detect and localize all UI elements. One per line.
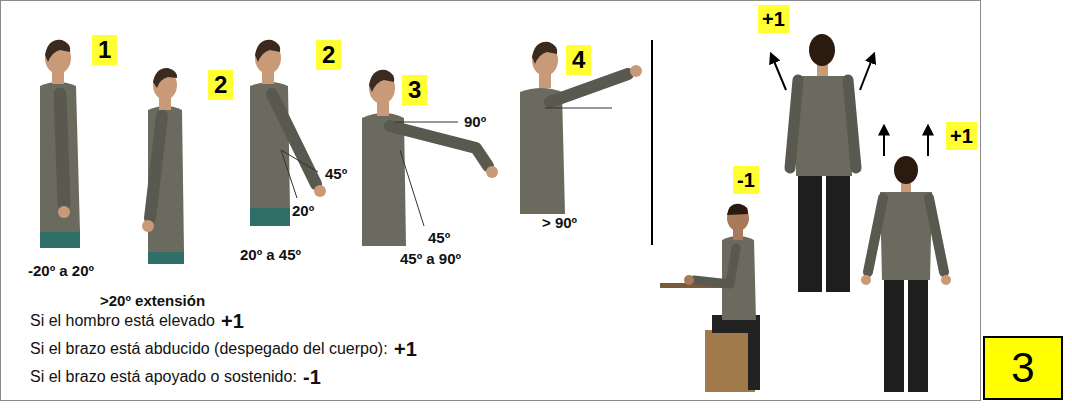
score-number: 4 (572, 46, 585, 73)
angle-mark: 45º (428, 229, 450, 246)
score-box: 3 (402, 75, 427, 105)
angle-range: >20º extensión (100, 292, 205, 309)
score-number: 2 (322, 41, 335, 68)
divider-line (651, 40, 653, 245)
angle-mark: 90º (464, 113, 486, 130)
score-number: 3 (1011, 353, 1034, 383)
score-box: 1 (92, 35, 117, 65)
rule-text: Si el hombro está elevado (30, 312, 215, 330)
score-number: 2 (214, 71, 227, 98)
score-number: -1 (737, 169, 755, 191)
angle-mark: 20º (292, 202, 314, 219)
score-number: +1 (950, 125, 973, 147)
score-value: -1 (303, 366, 321, 389)
score-value: +1 (221, 310, 244, 333)
angle-range: -20º a 20º (28, 262, 94, 279)
figure-flexion-45-90 (362, 70, 498, 246)
figure-neutral (40, 40, 80, 248)
rule-text: Si el brazo está abducido (despegado del… (30, 340, 388, 358)
score-box: 4 (566, 45, 591, 75)
figure-seated (660, 204, 760, 392)
rule-text: Si el brazo está apoyado o sostenido: (30, 368, 297, 386)
image-frame (1, 1, 981, 401)
figure-arm-abducted (861, 126, 951, 392)
score-box: +1 (946, 122, 977, 150)
score-box: 3 (983, 336, 1063, 400)
score-box: 2 (316, 40, 341, 70)
score-number: +1 (762, 8, 785, 30)
angle-range: 20º a 45º (240, 246, 301, 263)
angle-mark: 45º (325, 165, 347, 182)
score-box: -1 (733, 166, 759, 194)
figure-flexion-over-90 (520, 42, 642, 214)
score-number: 1 (98, 36, 111, 63)
score-value: +1 (394, 338, 417, 361)
score-number: 3 (408, 76, 421, 103)
score-box: +1 (758, 5, 789, 33)
angle-range: > 90º (542, 214, 577, 231)
score-box: 2 (208, 70, 233, 100)
angle-range: 45º a 90º (400, 250, 461, 267)
figure-flexion-20-45 (250, 40, 326, 226)
figure-extension (142, 68, 184, 264)
figure-shoulder-elevated (771, 34, 874, 292)
